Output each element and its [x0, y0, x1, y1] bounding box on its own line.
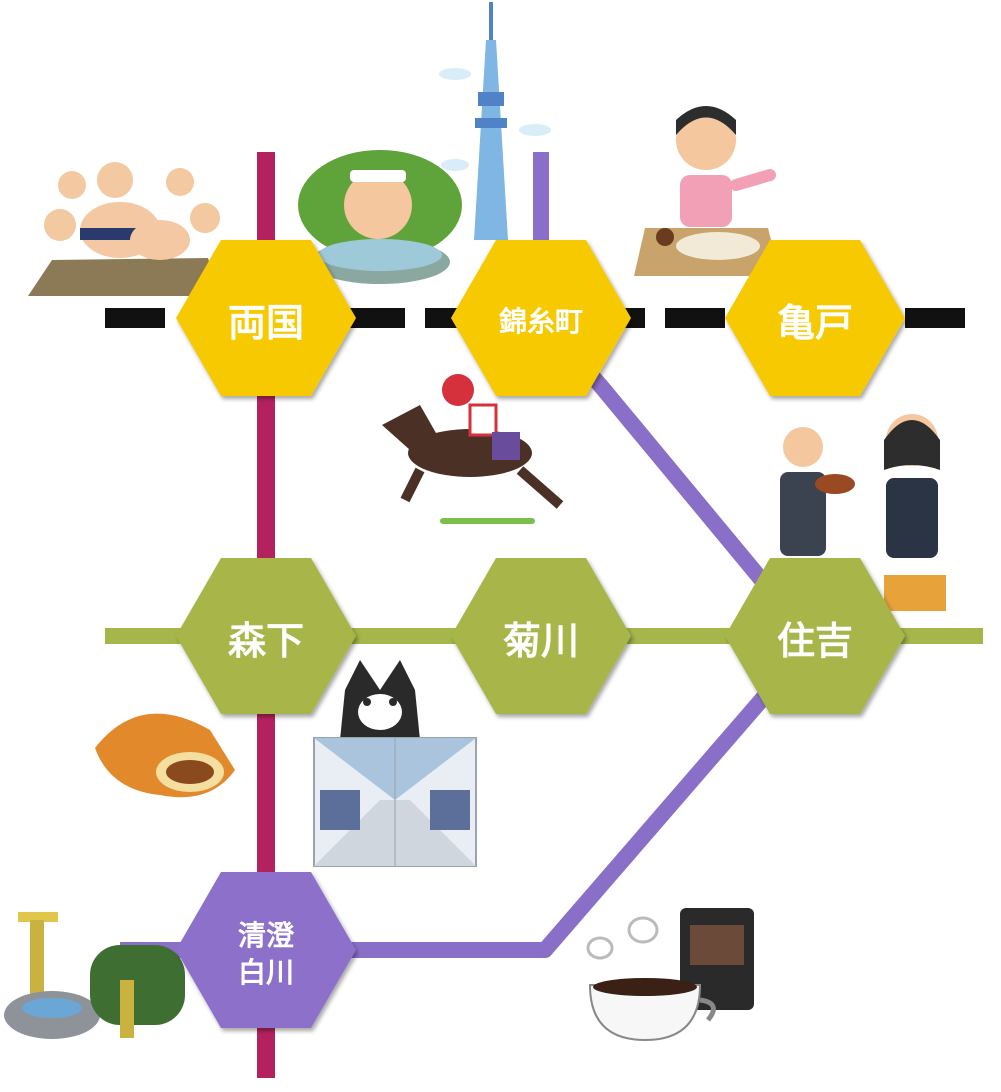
station-label-kiyosumi-2: 白川	[238, 956, 294, 989]
skytree-icon	[439, 2, 551, 240]
sumo-icon	[28, 162, 220, 296]
station-ryogoku[interactable]: 両国	[176, 240, 356, 396]
coffee-icon	[586, 908, 754, 1042]
stone-water-basin-icon	[4, 912, 185, 1039]
shopping-arcade-icon	[313, 737, 477, 867]
station-label-morishita: 森下	[228, 619, 304, 663]
station-kameido[interactable]: 亀戸	[725, 240, 905, 396]
station-kinshicho[interactable]: 錦糸町	[451, 240, 631, 396]
curry-bread-icon	[95, 713, 235, 798]
station-label-kikukawa: 菊川	[503, 619, 579, 663]
hot-spring-icon	[298, 150, 462, 284]
station-kikukawa[interactable]: 菊川	[451, 558, 631, 714]
station-sumiyoshi[interactable]: 住吉	[725, 558, 905, 714]
gyoza-icon	[634, 106, 780, 276]
station-morishita[interactable]: 森下	[176, 558, 356, 714]
station-label-sumiyoshi: 住吉	[777, 619, 853, 663]
bulldog-icon	[340, 660, 420, 740]
orchestra-icon	[780, 414, 946, 611]
horse-racing-icon	[382, 374, 564, 524]
station-label-kiyosumi-1: 清澄	[238, 919, 295, 952]
station-label-kameido: 亀戸	[777, 301, 853, 345]
station-kiyosumi-shirakawa[interactable]: 清澄 白川	[176, 872, 356, 1028]
station-label-kinshicho: 錦糸町	[499, 305, 583, 338]
station-label-ryogoku: 両国	[228, 301, 304, 345]
